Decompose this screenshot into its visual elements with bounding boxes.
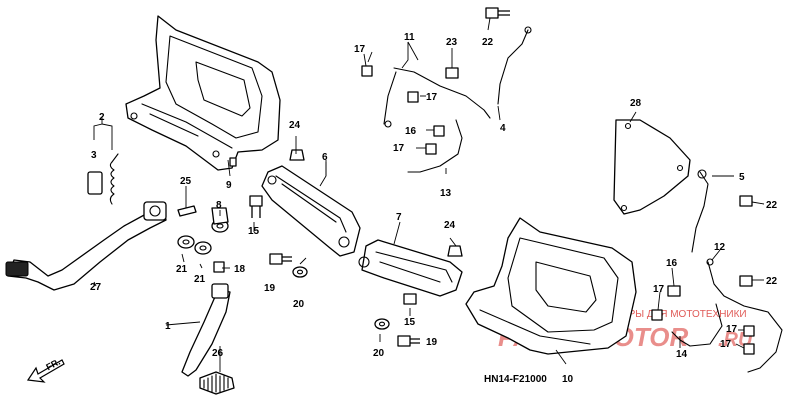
step-guard-left: [125, 15, 281, 171]
callout-26: 26: [212, 348, 224, 359]
callout-3: 3: [91, 150, 97, 161]
callout-10: 10: [562, 374, 574, 385]
heat-shield-plate: [613, 119, 691, 215]
callout-18: 18: [234, 264, 246, 275]
callout-4: 4: [500, 123, 506, 134]
callout-15b: 15: [404, 317, 416, 328]
callout-17e: 17: [726, 324, 738, 335]
brake-pedal: [5, 201, 167, 291]
callout-27: 27: [90, 282, 102, 293]
callout-8: 8: [216, 200, 222, 211]
callout-28: 28: [630, 98, 642, 109]
clip: [177, 205, 197, 217]
callout-9: 9: [226, 180, 232, 191]
callout-16a: 16: [405, 126, 417, 137]
brake-arm: [181, 283, 235, 395]
callout-labels: 1 2 3 4 5 6 7 8 9 10 11 12 13 14 15 15 1…: [90, 32, 778, 385]
callout-17f: 17: [720, 339, 732, 350]
callout-17b: 17: [426, 92, 438, 103]
callout-2: 2: [99, 112, 105, 123]
callout-11: 11: [404, 32, 415, 43]
callout-25: 25: [180, 176, 192, 187]
callout-17d: 17: [653, 284, 665, 295]
callout-5: 5: [739, 172, 745, 183]
callout-6: 6: [322, 152, 328, 163]
callout-15a: 15: [248, 226, 260, 237]
callout-19b: 19: [426, 337, 438, 348]
front-label: FR.: [44, 357, 61, 373]
callout-12: 12: [714, 242, 726, 253]
front-direction-marker: FR.: [26, 357, 65, 383]
step-bar-upper: [261, 165, 361, 257]
diagram-code: HN14-F21000: [484, 374, 547, 385]
callout-20b: 20: [373, 348, 385, 359]
callout-20a: 20: [293, 299, 305, 310]
callout-17c: 17: [393, 143, 405, 154]
step-bar-lower: [358, 239, 463, 297]
leader-lines: [93, 17, 765, 372]
callout-17a: 17: [354, 44, 366, 55]
callout-24b: 24: [444, 220, 456, 231]
spring-and-pin: [87, 153, 119, 205]
callout-22c: 22: [766, 276, 778, 287]
callout-14: 14: [676, 349, 688, 360]
bolts: [213, 7, 755, 355]
callout-16b: 16: [666, 258, 678, 269]
callout-13: 13: [440, 188, 452, 199]
washers-and-collars: [177, 149, 463, 330]
step-guard-right: [465, 217, 637, 355]
callout-22b: 22: [766, 200, 778, 211]
callout-24a: 24: [289, 120, 301, 131]
callout-1: 1: [165, 321, 171, 332]
callout-23: 23: [446, 37, 458, 48]
rods-and-cables: [383, 26, 783, 373]
callout-21b: 21: [194, 274, 206, 285]
callout-19a: 19: [264, 283, 276, 294]
callout-22a: 22: [482, 37, 494, 48]
callout-21a: 21: [176, 264, 188, 275]
callout-7: 7: [396, 212, 402, 223]
